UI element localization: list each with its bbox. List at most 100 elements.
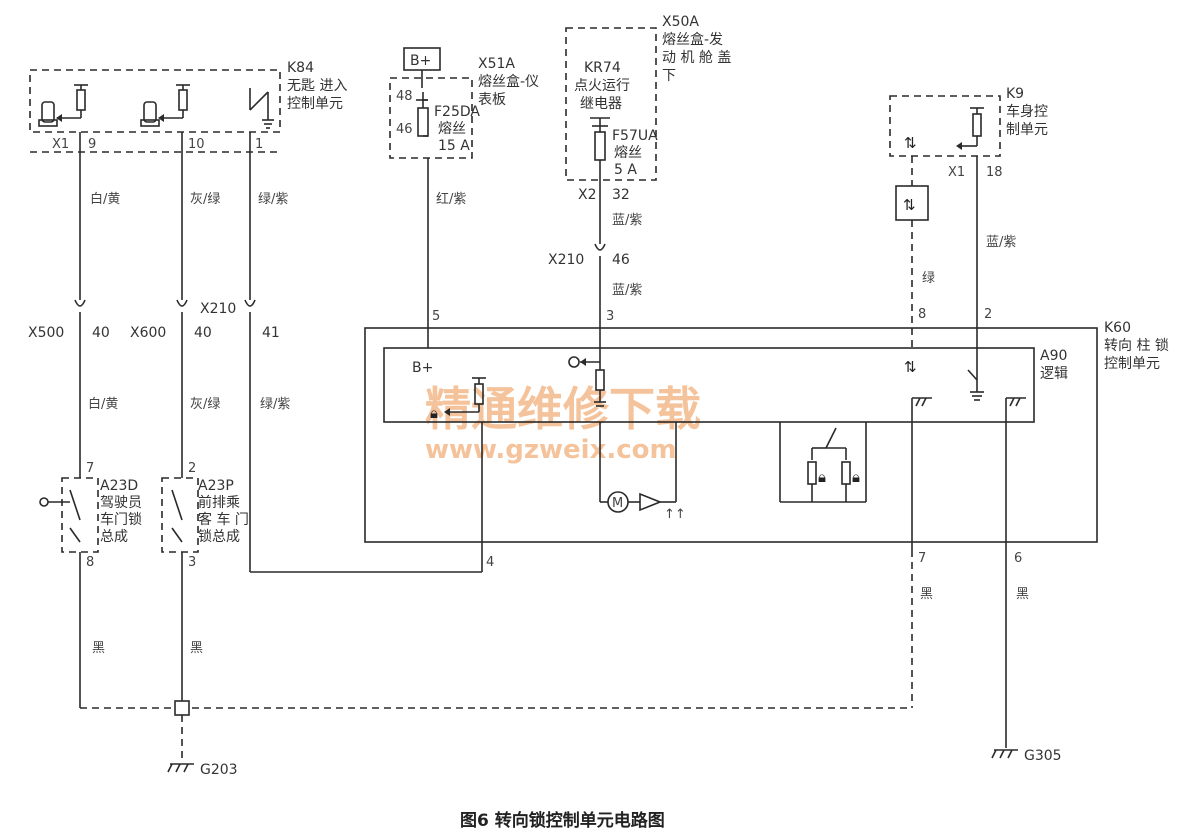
x50a-connector: X2 <box>578 187 597 203</box>
k60-ground-icon-1 <box>911 397 932 422</box>
a23d-id: A23D <box>100 478 138 494</box>
k9-pin: 18 <box>986 165 1003 180</box>
wire-black-1: 黑 <box>92 641 105 656</box>
wire-black-4: 黑 <box>1016 587 1029 602</box>
left-wiring-columns: 白/黄 灰/绿 绿/紫 X500 40 X600 40 X210 41 白/黄 … <box>28 132 482 708</box>
wire-green: 绿 <box>922 271 935 286</box>
x51a-pin-in: 48 <box>396 89 413 104</box>
wire-red: 红/紫 <box>436 191 466 207</box>
a23p-passenger-door-lock: 2 3 A23P 前排乘 客 车 门 锁总成 <box>161 461 249 570</box>
a23p-name-2: 客 车 门 <box>198 511 249 528</box>
x50a-id: X50A <box>662 14 699 30</box>
a90-id: A90 <box>1040 348 1067 364</box>
x51a-fuse-box: B+ 48 46 F25DA 熔丝 15 A X51A 熔丝盒-仪 表板 红/紫… <box>389 47 539 328</box>
x210-top-pin: 46 <box>612 252 630 268</box>
k84-keyless-entry-module: K84 无匙 进入 控制单元 <box>29 60 347 153</box>
k60-pin-4: 4 <box>486 555 494 570</box>
k9-data-arrow-icon: ⇅ <box>904 134 917 152</box>
x50a-name-2: 动 机 舱 盖 <box>662 50 731 66</box>
k60-ground-wires: 7 6 黑 黑 G305 <box>911 422 1062 764</box>
x210-connector-icon <box>244 299 256 307</box>
f57ua-word: 熔丝 <box>614 145 642 161</box>
a23d-pin-top: 7 <box>86 461 94 476</box>
k84-pin-9: 9 <box>88 137 96 152</box>
k84-id: K84 <box>287 60 314 76</box>
f57ua-id: F57UA <box>612 128 658 144</box>
a90-name: 逻辑 <box>1040 366 1068 382</box>
x51a-name-2: 表板 <box>478 92 506 108</box>
k60-id: K60 <box>1104 320 1131 336</box>
kr74-id: KR74 <box>584 60 621 76</box>
k84-input-circuit-2 <box>140 84 190 127</box>
wire-blue-3: 蓝/紫 <box>986 235 1016 250</box>
k60-pin-7: 7 <box>918 551 926 566</box>
x51a-id: X51A <box>478 56 515 72</box>
x50a-pin: 32 <box>612 187 630 203</box>
kr74-name-2: 继电器 <box>580 96 622 112</box>
k9-id: K9 <box>1006 86 1024 102</box>
wire-black-2: 黑 <box>190 641 203 656</box>
serial-data-arrow-icon: ⇅ <box>903 196 916 214</box>
k60-pin-2: 2 <box>984 307 992 322</box>
g203-label: G203 <box>200 762 238 778</box>
x210-top-connector-icon <box>594 243 606 251</box>
wire-blue-1: 蓝/紫 <box>612 213 642 228</box>
k60-pin-5: 5 <box>432 309 440 324</box>
f25da-fuse-icon <box>417 107 429 137</box>
g305-label: G305 <box>1024 748 1062 764</box>
a23d-pin-bot: 8 <box>86 555 94 570</box>
g305-ground-icon <box>991 749 1018 759</box>
wire-black-3: 黑 <box>920 587 933 602</box>
f57ua-fuse-icon <box>594 131 606 161</box>
watermark-text: 精通维修下载 <box>425 382 701 436</box>
k84-input-circuit-1 <box>38 84 88 127</box>
watermark-url: www.gzweix.com <box>425 435 677 465</box>
k9-connector: X1 <box>948 165 965 180</box>
a23d-name-3: 总成 <box>100 529 128 545</box>
f57ua-amps: 5 A <box>614 162 637 178</box>
k60-name-2: 控制单元 <box>1104 356 1160 372</box>
x500-pin: 40 <box>92 325 110 341</box>
f25da-word: 熔丝 <box>438 121 466 137</box>
wire-c2-mid: 灰/绿 <box>190 397 220 412</box>
motor-icon: M ↑↑ <box>599 422 686 522</box>
a23d-driver-door-lock: 7 8 A23D 驾驶员 车门锁 总成 <box>39 461 142 570</box>
k60-ground-icon-2 <box>1005 397 1026 422</box>
x210-left-pin: 41 <box>262 325 280 341</box>
x600-id: X600 <box>130 325 166 341</box>
x500-connector-icon <box>74 299 86 307</box>
f25da-id: F25DA <box>434 104 480 120</box>
k60-pin-6: 6 <box>1014 551 1022 566</box>
a23p-pin-bot: 3 <box>188 555 196 570</box>
a23p-id: A23P <box>198 478 234 494</box>
x210-top-id: X210 <box>548 252 584 268</box>
wire-c2-top: 灰/绿 <box>190 192 220 207</box>
x51a-name-1: 熔丝盒-仪 <box>478 73 539 90</box>
kr74-name-1: 点火运行 <box>574 78 630 94</box>
wire-blue-2: 蓝/紫 <box>612 283 642 298</box>
wire-c1-top: 白/黄 <box>90 191 120 207</box>
k84-switch-icon <box>249 88 274 129</box>
x51a-bplus: B+ <box>410 53 431 69</box>
k60-data-arrow-icon: ⇅ <box>904 358 917 376</box>
a23p-name-3: 锁总成 <box>198 529 240 545</box>
lock-position-sensor: 🔒︎ 🔒︎ <box>779 422 867 503</box>
x50a-name-1: 熔丝盒-发 <box>662 31 723 48</box>
k84-connector: X1 <box>52 137 69 152</box>
k9-name-2: 制单元 <box>1006 122 1048 138</box>
a23d-name-1: 驾驶员 <box>100 495 142 511</box>
x600-connector-icon <box>176 299 188 307</box>
x600-pin: 40 <box>194 325 212 341</box>
k60-steering-column-lock-module: K60 转向 柱 锁 控制单元 A90 逻辑 B+ 🔒︎ 4 ⇅ <box>364 320 1169 572</box>
k60-name-1: 转向 柱 锁 <box>1104 338 1169 354</box>
a23p-name-1: 前排乘 <box>198 494 240 511</box>
f25da-amps: 15 A <box>438 138 470 154</box>
k60-pin-8: 8 <box>918 307 926 322</box>
k60-lock-icon: 🔒︎ <box>430 404 438 422</box>
k9-name-1: 车身控 <box>1006 103 1048 120</box>
a23d-name-2: 车门锁 <box>100 511 142 528</box>
x210-left-id: X210 <box>200 301 236 317</box>
a23p-pin-top: 2 <box>188 461 196 476</box>
k84-pin-1: 1 <box>255 137 263 152</box>
